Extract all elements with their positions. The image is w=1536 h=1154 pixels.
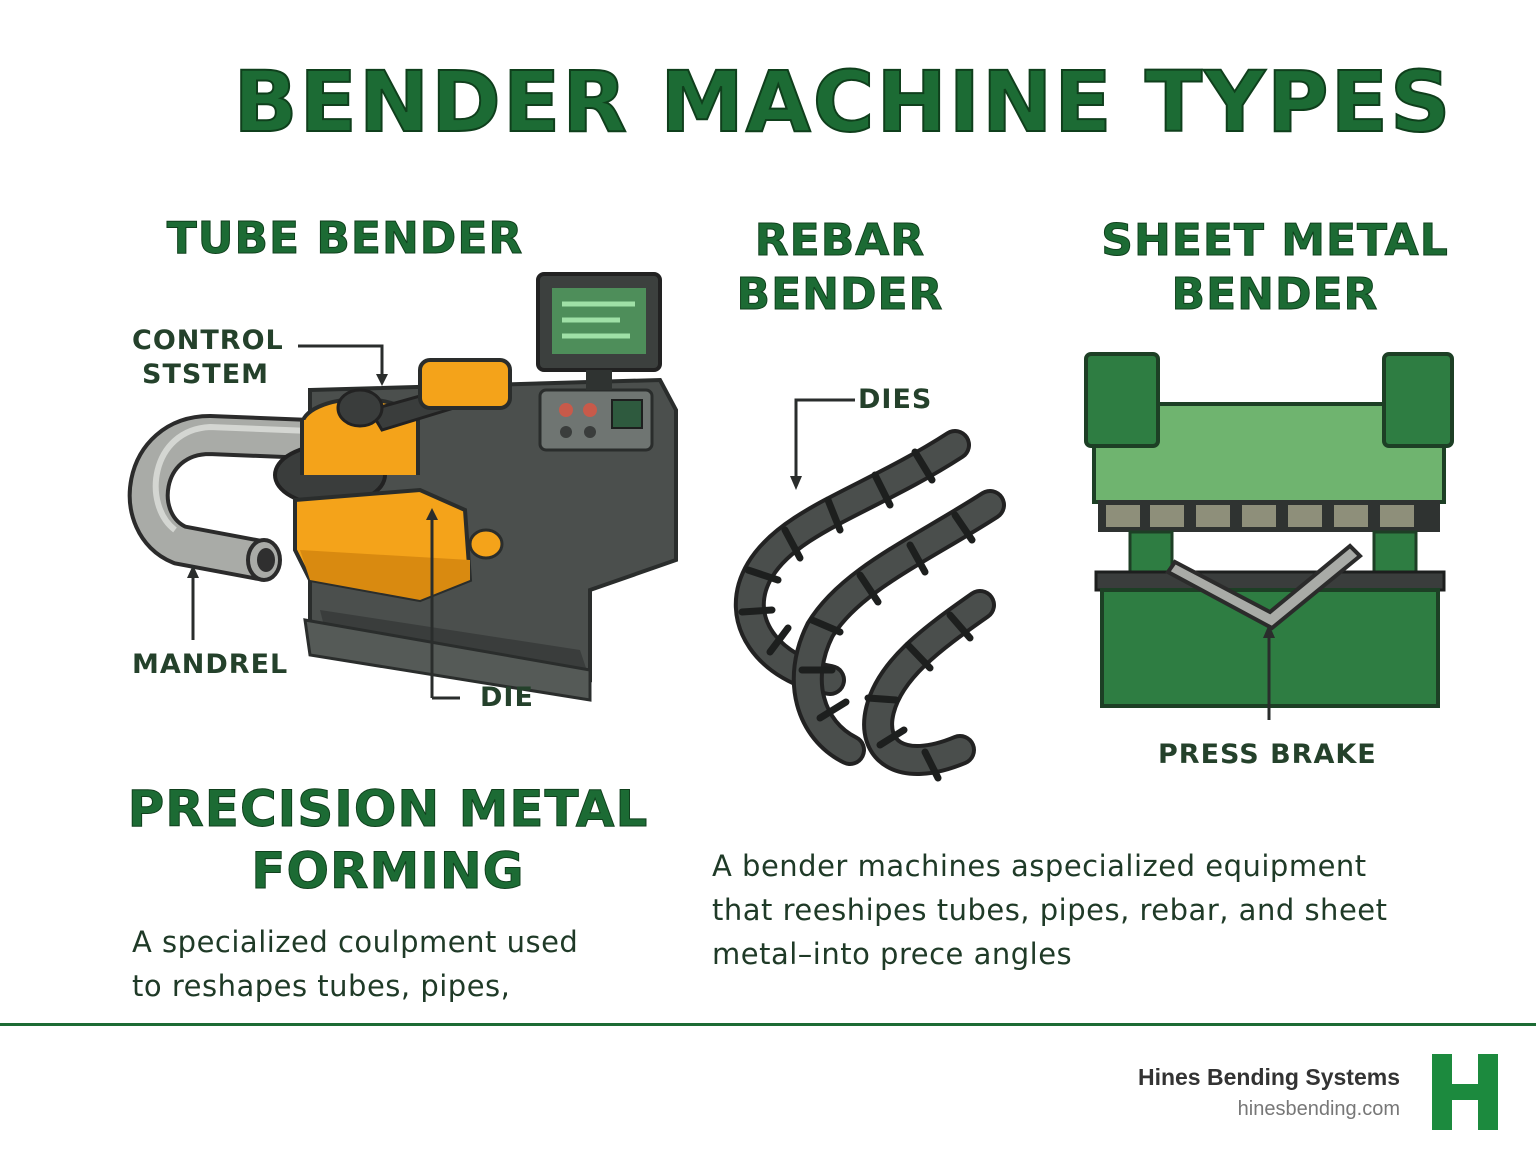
die-label: DIE	[480, 682, 534, 713]
footer-url-link[interactable]: hinesbending.com	[1237, 1098, 1400, 1120]
sheet-heading-line1: SHEET METAL	[1101, 215, 1449, 267]
sheet-heading-line2: BENDER	[1171, 269, 1379, 321]
precision-heading-line2: FORMING	[251, 842, 525, 901]
sheet-metal-bender-illustration	[1084, 352, 1454, 720]
tube-bender-heading: TUBE BENDER	[166, 213, 524, 265]
rebar-heading-line2: BENDER	[736, 269, 944, 321]
footer-divider	[0, 1023, 1536, 1026]
control-label-line1: CONTROL	[132, 325, 284, 356]
control-label-line2: STSTEM	[142, 359, 270, 390]
footer-company-name: Hines Bending Systems	[1137, 1064, 1400, 1090]
mandrel-label: MANDREL	[132, 649, 289, 680]
precision-heading-line1: PRECISION METAL	[127, 780, 649, 839]
rebar-heading-line1: REBAR	[754, 215, 926, 267]
page-title: BENDER MACHINE TYPES	[232, 53, 1453, 151]
description-line2: that reeshipes tubes, pipes, rebar, and …	[712, 893, 1388, 927]
rebar-bender-heading: REBAR BENDER	[700, 214, 980, 322]
press-brake-label: PRESS BRAKE	[1158, 739, 1377, 770]
precision-heading: PRECISION METAL FORMING	[118, 778, 658, 902]
rebar-bender-illustration	[733, 398, 1006, 782]
control-system-label: CONTROL STSTEM	[132, 324, 284, 392]
tube-bender-illustration	[127, 272, 678, 702]
description-line3: metal–into prece angles	[712, 937, 1073, 971]
precision-text-line2: to reshapes tubes, pipes,	[132, 969, 511, 1003]
precision-text: A specialized coulpment used to reshapes…	[132, 920, 672, 1023]
precision-text-line1: A specialized coulpment used	[132, 925, 579, 959]
company-logo	[1432, 1054, 1498, 1130]
sheet-metal-bender-heading: SHEET METAL BENDER	[1080, 214, 1470, 322]
description-text: A bender machines aspecialized equipment…	[712, 844, 1472, 976]
description-line1: A bender machines aspecialized equipment	[712, 849, 1367, 883]
dies-label: DIES	[858, 384, 933, 415]
